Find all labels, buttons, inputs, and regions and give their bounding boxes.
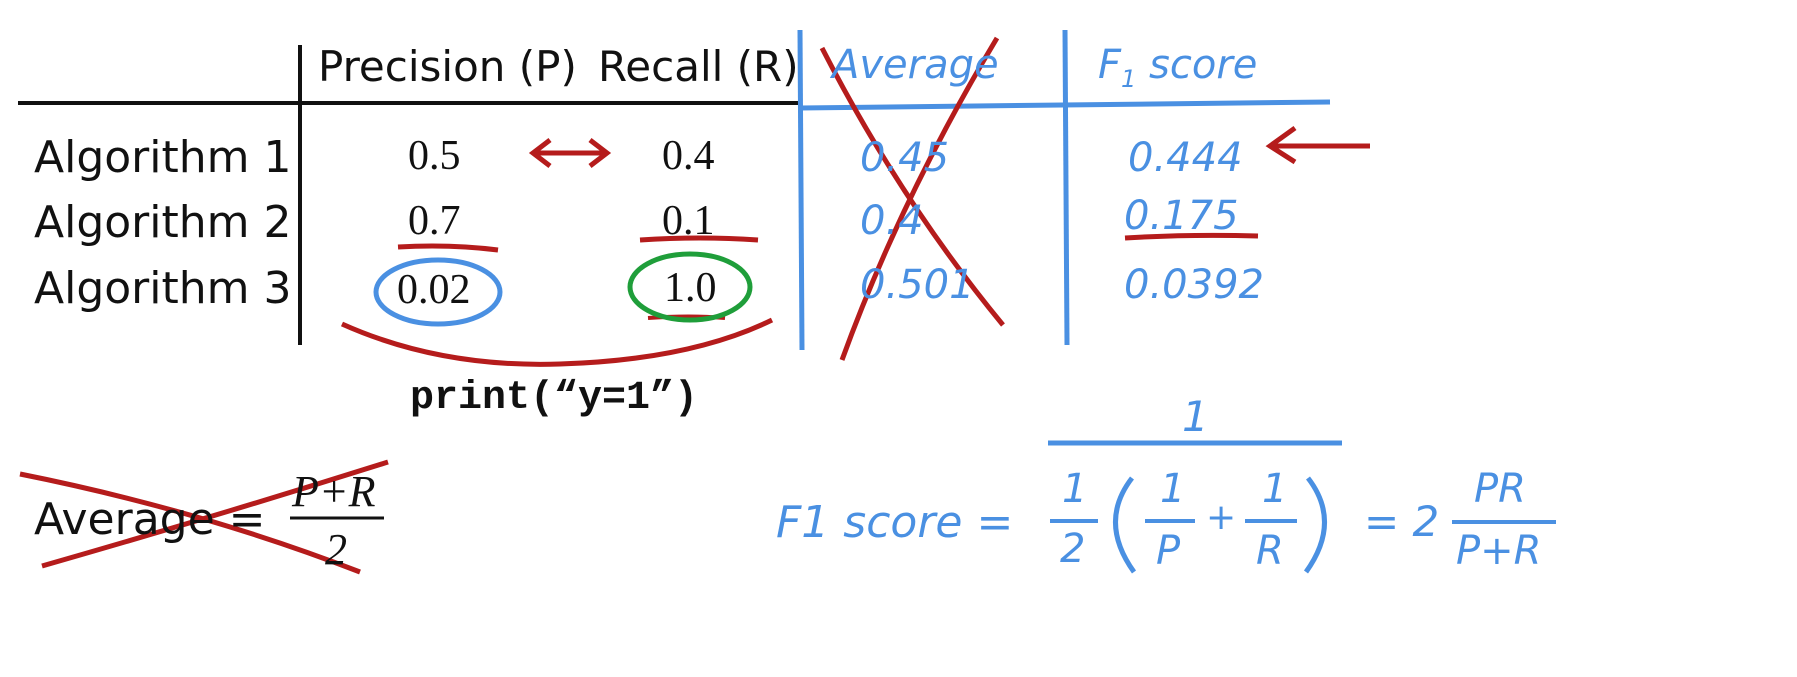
f1-header-prefix: F — [1098, 42, 1122, 88]
header-precision: Precision (P) — [318, 42, 577, 91]
header-recall: Recall (R) — [598, 42, 799, 91]
row-label-algorithm-2: Algorithm 2 — [34, 197, 292, 248]
blue-header-divider — [799, 99, 1331, 111]
blue-vertical-line-1 — [797, 29, 805, 351]
average-value-row1: 0.45 — [860, 135, 950, 181]
underline-recall-row2 — [639, 235, 759, 243]
average-column-cross — [839, 36, 1000, 361]
f1-formula-pr-den: P+R — [1456, 528, 1542, 574]
header-f1-score: F1 score — [1098, 42, 1257, 93]
f1-value-row2: 0.175 — [1124, 193, 1239, 239]
average-value-row3: 0.501 — [860, 262, 975, 308]
f1-left-paren — [1113, 476, 1137, 574]
precision-value-row2: 0.7 — [408, 198, 461, 244]
f1-formula-top-one: 1 — [1182, 392, 1209, 441]
precision-value-row3: 0.02 — [397, 267, 471, 313]
average-value-row2: 0.4 — [860, 198, 924, 244]
average-column-cross — [819, 46, 1005, 327]
f1-formula-r-den: R — [1256, 528, 1284, 574]
average-formula-cross — [19, 471, 361, 575]
average-formula-lhs: Average = — [34, 494, 266, 545]
f1-formula-plus: + — [1206, 497, 1237, 538]
brace-curve — [340, 317, 774, 367]
precision-value-row1: 0.5 — [408, 133, 461, 179]
double-arrow-icon — [528, 138, 552, 168]
f1-formula-equals-two: = 2 — [1364, 497, 1440, 546]
f1-formula-lhs: F1 score = — [776, 497, 1014, 548]
left-arrow-icon — [1265, 125, 1297, 165]
f1-formula-pr-num: PR — [1474, 466, 1526, 512]
f1-formula-p-num: 1 — [1160, 466, 1186, 512]
f1-formula-half-num: 1 — [1062, 466, 1088, 512]
precision-circle — [373, 257, 503, 327]
recall-value-row3: 1.0 — [664, 265, 717, 311]
underline-f1-row2 — [1124, 232, 1259, 241]
recall-value-row1: 0.4 — [662, 133, 715, 179]
recall-circle — [627, 251, 753, 323]
code-note: print(“y=1”) — [410, 376, 699, 421]
f1-header-suffix: score — [1136, 42, 1258, 88]
f1-value-row3: 0.0392 — [1124, 262, 1264, 308]
f1-formula-r-num: 1 — [1262, 466, 1288, 512]
f1-header-subscript: 1 — [1121, 65, 1137, 93]
header-average: Average — [832, 42, 999, 88]
row-label-algorithm-3: Algorithm 3 — [34, 263, 292, 314]
f1-right-paren — [1303, 476, 1327, 574]
underline-precision-row2 — [397, 243, 499, 253]
average-formula-numerator: P+R — [292, 467, 376, 516]
recall-value-row2: 0.1 — [662, 198, 715, 244]
blue-vertical-line-2 — [1062, 29, 1070, 346]
f1-value-row1: 0.444 — [1128, 135, 1243, 181]
f1-formula-p-den: P — [1156, 528, 1181, 574]
row-label-algorithm-1: Algorithm 1 — [34, 132, 292, 183]
double-arrow-icon — [588, 138, 612, 168]
average-formula-cross — [41, 459, 389, 569]
average-formula-denominator: 2 — [325, 525, 347, 574]
f1-formula-half-den: 2 — [1060, 526, 1086, 572]
